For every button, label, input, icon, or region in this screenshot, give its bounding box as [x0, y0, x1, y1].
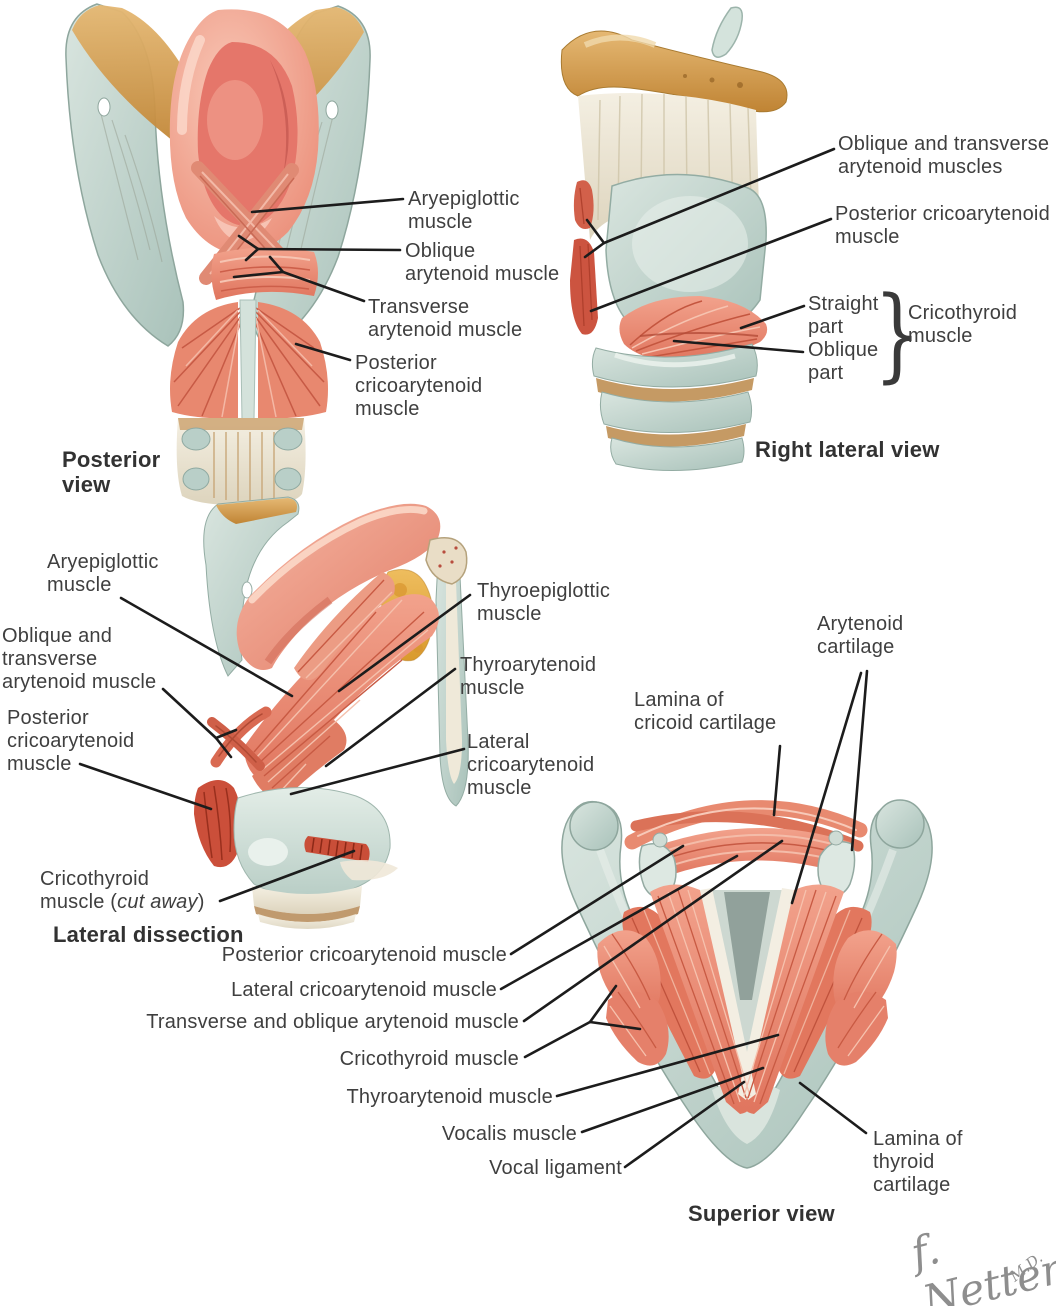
epiglottis-highlight	[177, 35, 205, 135]
label-thyroarytenoid-muscle-dissection: Thyroarytenoid muscle	[460, 654, 597, 699]
cartilage-speckles	[438, 546, 458, 568]
posterior-cricoarytenoid-right	[258, 302, 328, 419]
fan-striations	[253, 579, 429, 795]
cricoid-midline-ridge	[239, 299, 257, 421]
hyoid-tip-left	[72, 5, 194, 150]
posterior-border-inner	[446, 580, 462, 784]
fibrous-wedge	[340, 860, 398, 881]
cricotracheal-band	[596, 378, 754, 402]
tracheal-band-2	[606, 424, 746, 447]
label-lamina-of-thyroid-cartilage: Lamina of thyroid cartilage	[873, 1128, 963, 1196]
vocal-fold-right	[741, 884, 844, 1114]
cut-cartilage-block	[425, 537, 468, 585]
corniculate-left	[652, 832, 668, 848]
tracheal-ring-1	[599, 391, 753, 434]
label-aryepiglottic-muscle-posterior: Aryepiglottic muscle	[408, 188, 520, 233]
vocal-ligament-right	[738, 888, 794, 1100]
strip-striations	[579, 187, 593, 327]
pca-striations	[173, 307, 325, 418]
superior-horn-left	[569, 801, 619, 851]
trachea-band	[254, 906, 360, 922]
label-posterior-cricoarytenoid-muscle-posterior: Posterior cricoarytenoid muscle	[355, 352, 483, 420]
tracheal-nodule	[274, 467, 302, 491]
lamina-foramen-left	[97, 97, 111, 117]
hyoid-pit	[683, 74, 687, 78]
superior-horn-hook	[711, 6, 744, 58]
label-vocalis-muscle: Vocalis muscle	[441, 1123, 577, 1145]
label-cricothyroid-suffix: )	[197, 891, 205, 913]
superior-view-illustration	[561, 799, 933, 1169]
superior-horn-right	[875, 799, 925, 849]
epiglottis-rim-light	[248, 505, 428, 604]
stub-hatching	[311, 837, 363, 861]
epiglottis-sheen	[207, 80, 263, 160]
hyoid-highlight	[583, 34, 657, 48]
oblique-transverse-bundle	[207, 706, 272, 771]
cricothyroid-striations	[629, 300, 761, 358]
title-superior-view: Superior view	[688, 1201, 835, 1226]
posterior-muscle-strip-upper	[573, 180, 594, 229]
label-cricothyroid-muscle-superior: Cricothyroid muscle	[339, 1048, 519, 1070]
label-lateral-cricoarytenoid-muscle-dissection: Lateral cricoarytenoid muscle	[467, 731, 595, 799]
label-cut-away-italic: cut away	[117, 891, 198, 913]
trachea-ring-b	[258, 914, 356, 929]
vocal-ligament-left	[700, 888, 756, 1100]
cricoid-highlight	[248, 838, 288, 866]
cricothyroid-brace: }	[874, 275, 921, 394]
trachea-ring-a	[252, 886, 362, 914]
label-cricothyroid-muscle-cut-away: Cricothyroid muscle (cut away)	[40, 868, 205, 914]
corniculate-right	[828, 830, 844, 846]
title-right-lateral-view: Right lateral view	[755, 437, 940, 462]
label-aryepiglottic-muscle-dissection: Aryepiglottic muscle	[47, 551, 159, 596]
label-cricothyroid-prefix: Cricothyroid muscle (	[40, 868, 150, 913]
label-vocal-ligament: Vocal ligament	[489, 1157, 622, 1179]
glottis-slit	[724, 892, 770, 1000]
trachea-fibers	[213, 432, 275, 501]
trachea-tan-band	[178, 418, 304, 430]
label-straight-part: Straight part	[808, 293, 879, 338]
tracheal-nodule	[181, 427, 211, 451]
label-oblique-part: Oblique part	[808, 339, 879, 384]
label-arytenoid-cartilage: Arytenoid cartilage	[817, 613, 904, 658]
title-lateral-dissection: Lateral dissection	[53, 922, 244, 947]
cut-lamina-tan-edge	[216, 498, 297, 524]
right-lateral-view-illustration	[560, 6, 788, 471]
pca-deep-striations	[203, 785, 232, 861]
lamina-sheen	[632, 196, 748, 292]
label-oblique-and-transverse-arytenoid-muscle: Oblique and transverse arytenoid muscle	[2, 625, 157, 693]
posterior-view-illustration	[65, 3, 371, 505]
lateral-cricoarytenoid-band	[252, 720, 347, 800]
epiglottis-shade	[264, 596, 333, 665]
label-transverse-and-oblique-arytenoid-muscle: Transverse and oblique arytenoid muscle	[146, 1011, 519, 1033]
lateral-dissection-illustration	[194, 496, 469, 929]
title-posterior-view: Posterior view	[62, 447, 161, 497]
label-transverse-arytenoid-muscle: Transverse arytenoid muscle	[368, 296, 523, 341]
label-thyroepiglottic-muscle: Thyroepiglottic muscle	[477, 580, 611, 625]
cut-lamina-slab	[203, 496, 300, 677]
tracheal-nodule	[273, 427, 303, 451]
foramen	[241, 581, 253, 599]
label-oblique-arytenoid-muscle: Oblique arytenoid muscle	[405, 240, 560, 285]
ring-highlight	[614, 352, 736, 368]
label-posterior-cricoarytenoid-muscle-lateral: Posterior cricoarytenoid muscle	[835, 203, 1050, 248]
label-lamina-of-cricoid-cartilage: Lamina of cricoid cartilage	[634, 689, 777, 734]
hyoid-pit	[709, 77, 715, 83]
tracheal-ring-2	[610, 437, 745, 471]
cricothyroid-fan-right-lower	[825, 991, 888, 1066]
label-posterior-cricoarytenoid-muscle-superior: Posterior cricoarytenoid muscle	[221, 944, 507, 966]
tracheal-nodule	[182, 467, 210, 491]
label-oblique-and-transverse-arytenoid-muscles: Oblique and transverse arytenoid muscles	[838, 133, 1050, 178]
label-posterior-cricoarytenoid-muscle-dissection: Posterior cricoarytenoid muscle	[7, 707, 135, 775]
hyoid-pit	[737, 82, 743, 88]
fan-striations-superior	[603, 933, 891, 1057]
leader-lines	[78, 147, 869, 1169]
label-thyroarytenoid-muscle-superior: Thyroarytenoid muscle	[346, 1086, 553, 1108]
vocal-fold-left	[650, 884, 753, 1114]
label-lateral-cricoarytenoid-muscle-superior: Lateral cricoarytenoid muscle	[231, 979, 497, 1001]
lamina-foramen-right	[325, 100, 339, 120]
thyroepiglottic-fibers	[294, 572, 395, 681]
epiglottis-stalk	[236, 503, 441, 670]
label-cricothyroid-muscle-lateral: Cricothyroid muscle	[908, 302, 1018, 347]
